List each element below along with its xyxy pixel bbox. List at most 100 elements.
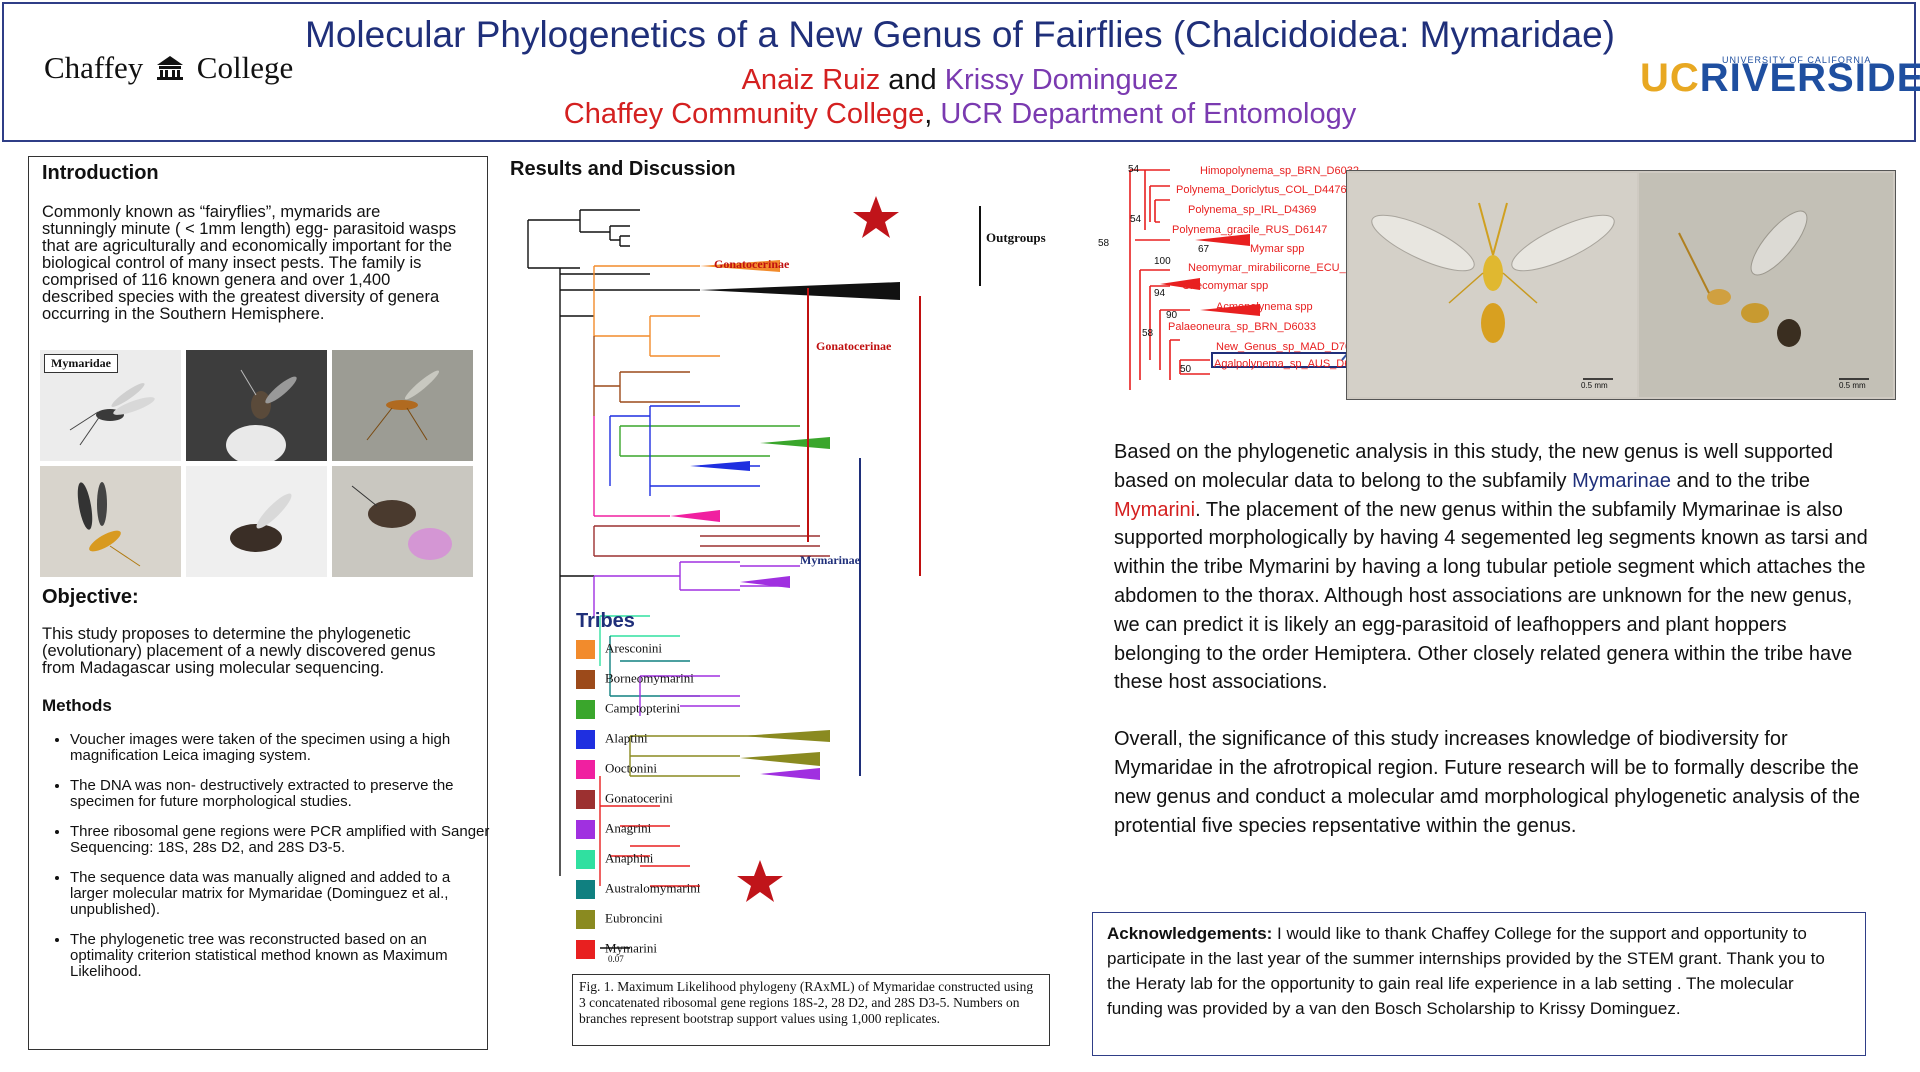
tribe-legend-item: Borneomymarini [576, 670, 694, 689]
methods-list: Voucher images were taken of the specime… [42, 732, 490, 994]
tribes-legend-heading: Tribes [576, 610, 635, 632]
bootstrap-value: 94 [1154, 288, 1166, 299]
author-dominguez: Krissy Dominguez [944, 64, 1179, 96]
bootstrap-value: 58 [1142, 328, 1154, 339]
tribe-name: Australomymarini [605, 880, 701, 896]
tribe-legend-item: Alaptini [576, 730, 648, 749]
tribe-color-swatch [576, 940, 595, 959]
tribe-color-swatch [576, 700, 595, 719]
logo-chaffey-text: Chaffey [44, 50, 144, 85]
scale-label: 0.5 mm [1581, 381, 1608, 390]
bootstrap-value: 50 [1180, 364, 1192, 375]
tribe-name: Gonatocerini [605, 790, 673, 806]
new-genus-photo-lateral: 0.5 mm [1639, 173, 1893, 397]
chaffey-college-logo: Chaffey College [44, 50, 293, 86]
tree-scale: 0.07 [608, 954, 624, 964]
mymaridae-image-grid: Mymaridae [40, 350, 473, 577]
tribe-color-swatch [576, 730, 595, 749]
affiliation-separator: , [924, 98, 941, 130]
tribe-name: Borneomymarini [605, 670, 694, 686]
new-genus-photos: 0.5 mm 0.5 mm [1346, 170, 1896, 400]
inset-taxon: Mymar spp [1250, 243, 1305, 255]
scale-label: 0.5 mm [1839, 381, 1866, 390]
mymarini-inset-tree [1129, 169, 1348, 390]
specimen-photo-5 [186, 466, 327, 577]
tribe-color-swatch [576, 850, 595, 869]
tribe-name: Alaptini [605, 730, 648, 746]
discussion-paragraph-1: Based on the phylogenetic analysis in th… [1114, 441, 1868, 694]
specimen-photo-1: Mymaridae [40, 350, 181, 461]
tribe-name: Aresconini [605, 640, 663, 656]
tribe-color-swatch [576, 640, 595, 659]
acknowledgements-text: I would like to thank Chaffey College fo… [1107, 924, 1825, 1018]
specimen-photo-2 [186, 350, 327, 461]
inset-taxon: Polynema_sp_IRL_D4369 [1188, 204, 1317, 216]
specimen-photo-4 [40, 466, 181, 577]
specimen-photo-6 [332, 466, 473, 577]
outgroups-label: Outgroups [986, 230, 1046, 245]
methods-heading: Methods [42, 696, 112, 715]
new-genus-photo-dorsal: 0.5 mm [1349, 173, 1637, 397]
methods-item: Three ribosomal gene regions were PCR am… [70, 824, 490, 856]
outgroup-clade [527, 209, 700, 291]
tribe-name: Ooctonini [605, 760, 657, 776]
tribe-legend-item: Mymarini [576, 940, 657, 959]
ucr-university-text: UNIVERSITY OF CALIFORNIA [1722, 55, 1872, 65]
tribe-legend-item: Aresconini [576, 640, 662, 659]
inset-taxa: Himopolynema_sp_BRN_D6032 Polynema_Doric… [1168, 165, 1378, 370]
star-icon [737, 860, 783, 902]
tribe-name: Eubroncini [605, 910, 663, 926]
tribe-color-swatch [576, 820, 595, 839]
tribe-name: Anaphini [605, 850, 654, 866]
ucr-riverside-text: RIVERSIDE [1699, 56, 1920, 100]
left-column-box [28, 156, 488, 1050]
bootstrap-value: 67 [1198, 244, 1210, 255]
objective-text: This study proposes to determine the phy… [42, 625, 436, 677]
star-icon [853, 196, 899, 238]
phylogeny-tree: Outgroups Gonatocerinae Gonatocerinae My… [527, 196, 1046, 964]
tribe-color-swatch [576, 760, 595, 779]
methods-item: The DNA was non- destructively extracted… [70, 778, 490, 810]
tribe-legend-item: Camptopterini [576, 700, 680, 719]
tribe-color-swatch [576, 910, 595, 929]
author-ruiz: Anaiz Ruiz [741, 64, 881, 96]
methods-item: Voucher images were taken of the specime… [70, 732, 490, 764]
acknowledgements-heading: Acknowledgements: [1107, 924, 1273, 943]
ucr-logo: UCRIVERSIDE [1640, 56, 1920, 101]
tribe-name: Anagrini [605, 820, 652, 836]
logo-college-text: College [196, 50, 294, 85]
figure-caption: Fig. 1. Maximum Likelihood phylogeny (RA… [572, 974, 1050, 1046]
bootstrap-value: 54 [1128, 164, 1140, 175]
affiliation-chaffey: Chaffey Community College [563, 98, 925, 130]
tribe-legend-item: Australomymarini [576, 880, 700, 899]
bootstrap-value: 58 [1098, 238, 1110, 249]
inset-taxon: Palaeoneura_sp_BRN_D6033 [1168, 321, 1316, 333]
bootstrap-value: 90 [1166, 310, 1178, 321]
inset-taxon: Polynema_Doriclytus_COL_D4476 [1176, 184, 1347, 196]
bootstrap-value: 100 [1154, 256, 1171, 267]
mymaridae-label: Mymaridae [44, 354, 118, 373]
ucr-uc-text: UC [1640, 56, 1700, 100]
tribe-legend-item: Anaphini [576, 850, 653, 869]
objective-heading: Objective: [42, 586, 139, 608]
mymarinae-label: Mymarinae [800, 553, 861, 567]
tribe-legend-item: Gonatocerini [576, 790, 673, 809]
mymarinae-highlight: Mymarinae [1572, 469, 1671, 492]
results-heading: Results and Discussion [510, 158, 736, 180]
inset-taxon: Agalpolynema_sp_AUS_D6030 [1214, 358, 1369, 370]
discussion-paragraph-2: Overall, the significance of this study … [1114, 728, 1861, 837]
tribe-color-swatch [576, 790, 595, 809]
tribe-color-swatch [576, 880, 595, 899]
inset-taxon: Himopolynema_sp_BRN_D6032 [1200, 165, 1359, 177]
tribe-legend-item: Ooctonini [576, 760, 657, 779]
inset-taxon-new-genus: New_Genus_sp_MAD_D7047 [1216, 341, 1364, 353]
chaffey-building-icon [157, 56, 184, 80]
methods-item: The sequence data was manually aligned a… [70, 870, 490, 918]
affiliations-line: Chaffey Community College, UCR Departmen… [0, 98, 1920, 131]
gonatocerinae-label-1: Gonatocerinae [714, 257, 790, 271]
inset-taxon: Neomymar_mirabilicorne_ECU_D4421 [1188, 262, 1379, 274]
authors-and: and [880, 64, 945, 96]
authors-line: Anaiz Ruiz and Krissy Dominguez [0, 64, 1920, 97]
affiliation-ucr: UCR Department of Entomology [940, 98, 1357, 130]
mymarini-highlight: Mymarini [1114, 498, 1196, 521]
